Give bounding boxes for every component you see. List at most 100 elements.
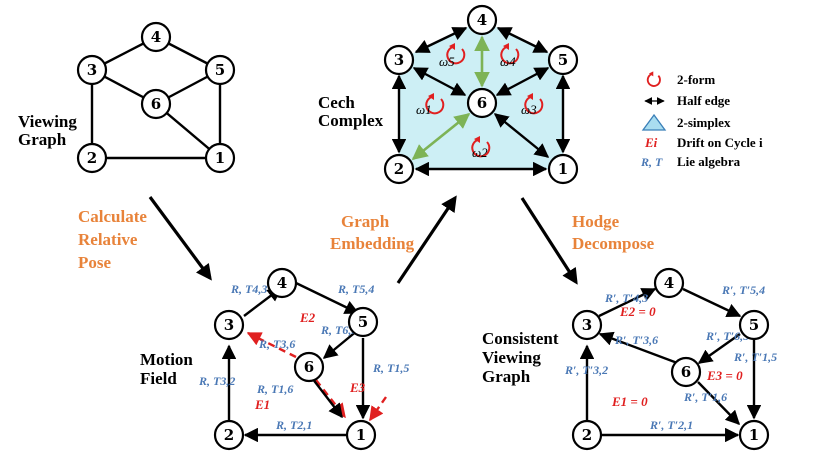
mf-label-36: R, T3,6 bbox=[258, 337, 295, 351]
svg-text:6: 6 bbox=[681, 363, 691, 381]
cg-label-65: R′, T′6,5 bbox=[705, 329, 749, 343]
svg-text:5: 5 bbox=[215, 61, 225, 79]
cg-label-54: R′, T′5,4 bbox=[721, 283, 765, 297]
svg-text:4: 4 bbox=[277, 274, 287, 292]
svg-text:4: 4 bbox=[151, 28, 161, 46]
legend-drift: Drift on Cycle i bbox=[677, 135, 763, 150]
svg-text:5: 5 bbox=[358, 313, 368, 331]
legend-half-edge: Half edge bbox=[677, 93, 730, 108]
cg-drift-e2: E2 = 0 bbox=[619, 304, 656, 319]
cg-node-4: 4 bbox=[653, 267, 685, 299]
cg-node-3: 3 bbox=[571, 309, 603, 341]
arrow-calculate bbox=[148, 196, 212, 281]
viewing-graph: 4 3 5 6 2 1 bbox=[76, 21, 236, 174]
svg-text:2: 2 bbox=[87, 149, 97, 167]
svg-text:6: 6 bbox=[304, 358, 314, 376]
legend-simplex: 2-simplex bbox=[677, 115, 731, 130]
cg-label-21: R′, T′2,1 bbox=[649, 418, 693, 432]
mf-label-54: R, T5,4 bbox=[337, 282, 374, 296]
motion-field: R, T4,3 R, T5,4 R, T6,5 R, T3,6 R, T1,6 … bbox=[198, 267, 409, 451]
cc-node-1: 1 bbox=[547, 153, 579, 185]
arrow-embedding bbox=[396, 195, 457, 284]
svg-text:3: 3 bbox=[394, 51, 404, 69]
svg-text:4: 4 bbox=[477, 11, 487, 29]
cg-node-6: 6 bbox=[670, 356, 702, 388]
svg-text:6: 6 bbox=[151, 95, 161, 113]
consistent-viewing-graph: R′, T′4,3 R′, T′5,4 R′, T′6,5 R′, T′3,6 … bbox=[564, 267, 777, 451]
svg-text:1: 1 bbox=[749, 426, 759, 444]
cg-label-36: R′, T′3,6 bbox=[614, 333, 658, 347]
legend: 2-form Half edge 2-simplex Ei Drift on C… bbox=[640, 71, 763, 169]
legend-2form: 2-form bbox=[677, 72, 715, 87]
mf-label-16: R, T1,6 bbox=[256, 382, 293, 396]
consistent-title-line2: Viewing bbox=[482, 348, 541, 367]
arrow-hodge bbox=[520, 197, 578, 285]
omega-3: ω3 bbox=[521, 102, 537, 117]
omega-2: ω2 bbox=[472, 145, 488, 160]
cc-node-2: 2 bbox=[383, 153, 415, 185]
mf-drift-e3: E3 bbox=[349, 380, 366, 395]
motion-title-line2: Field bbox=[140, 369, 177, 388]
step-hodge-1: Hodge bbox=[572, 212, 620, 231]
vg-node-2: 2 bbox=[76, 142, 108, 174]
mf-node-2: 2 bbox=[213, 419, 245, 451]
consistent-title-line3: Graph bbox=[482, 367, 531, 386]
viewing-graph-title-line1: Viewing bbox=[18, 112, 77, 131]
step-embedding-1: Graph bbox=[341, 212, 390, 231]
step-embedding-2: Embedding bbox=[330, 234, 415, 253]
svg-text:2: 2 bbox=[582, 426, 592, 444]
step-calculate-2: Relative bbox=[78, 230, 138, 249]
svg-text:2: 2 bbox=[224, 426, 234, 444]
cg-label-32: R′, T′3,2 bbox=[564, 363, 608, 377]
omega-1: ω1 bbox=[416, 102, 432, 117]
mf-label-32: R, T3,2 bbox=[198, 374, 235, 388]
cg-node-1: 1 bbox=[738, 419, 770, 451]
cech-title-line2: Complex bbox=[318, 111, 384, 130]
mf-label-65: R, T6,5 bbox=[320, 323, 357, 337]
motion-title-line1: Motion bbox=[140, 350, 193, 369]
mf-node-1: 1 bbox=[345, 419, 377, 451]
svg-text:1: 1 bbox=[215, 149, 225, 167]
svg-text:4: 4 bbox=[664, 274, 674, 292]
step-hodge-2: Decompose bbox=[572, 234, 655, 253]
svg-text:6: 6 bbox=[477, 94, 487, 112]
mf-node-6: 6 bbox=[293, 351, 325, 383]
svg-text:3: 3 bbox=[582, 316, 592, 334]
svg-text:2: 2 bbox=[394, 160, 404, 178]
circular-arrow-icon bbox=[646, 71, 661, 87]
step-calculate-1: Calculate bbox=[78, 207, 147, 226]
mf-node-5: 5 bbox=[347, 306, 379, 338]
cg-drift-e1: E1 = 0 bbox=[611, 394, 648, 409]
cg-label-43: R′, T′4,3 bbox=[604, 291, 648, 305]
cg-label-16: R′, T′1,6 bbox=[683, 390, 727, 404]
omega-4: ω4 bbox=[500, 54, 516, 69]
vg-node-5: 5 bbox=[204, 54, 236, 86]
omega-5: ω5 bbox=[439, 54, 455, 69]
svg-text:5: 5 bbox=[558, 51, 568, 69]
triangle-icon bbox=[641, 113, 667, 131]
vg-node-4: 4 bbox=[140, 21, 172, 53]
cc-node-5: 5 bbox=[547, 44, 579, 76]
cg-node-5: 5 bbox=[738, 309, 770, 341]
mf-node-3: 3 bbox=[213, 309, 245, 341]
cc-node-6: 6 bbox=[466, 87, 498, 119]
cc-node-4: 4 bbox=[466, 4, 498, 36]
mf-label-43: R, T4,3 bbox=[230, 282, 267, 296]
svg-text:3: 3 bbox=[87, 61, 97, 79]
cech-title-line1: Cech bbox=[318, 93, 355, 112]
vg-node-3: 3 bbox=[76, 54, 108, 86]
cg-drift-e3: E3 = 0 bbox=[706, 368, 743, 383]
vg-node-1: 1 bbox=[204, 142, 236, 174]
vg-node-6: 6 bbox=[140, 88, 172, 120]
mf-label-15: R, T1,5 bbox=[372, 361, 409, 375]
svg-text:1: 1 bbox=[558, 160, 568, 178]
cech-complex: ω5 ω4 ω1 ω3 ω2 4 3 5 6 2 1 bbox=[383, 4, 579, 185]
cc-node-3: 3 bbox=[383, 44, 415, 76]
svg-text:1: 1 bbox=[356, 426, 366, 444]
svg-text:3: 3 bbox=[224, 316, 234, 334]
mf-drift-e2: E2 bbox=[299, 310, 316, 325]
legend-drift-symbol: Ei bbox=[644, 135, 658, 150]
step-calculate-3: Pose bbox=[78, 253, 112, 272]
viewing-graph-title-line2: Graph bbox=[18, 130, 67, 149]
